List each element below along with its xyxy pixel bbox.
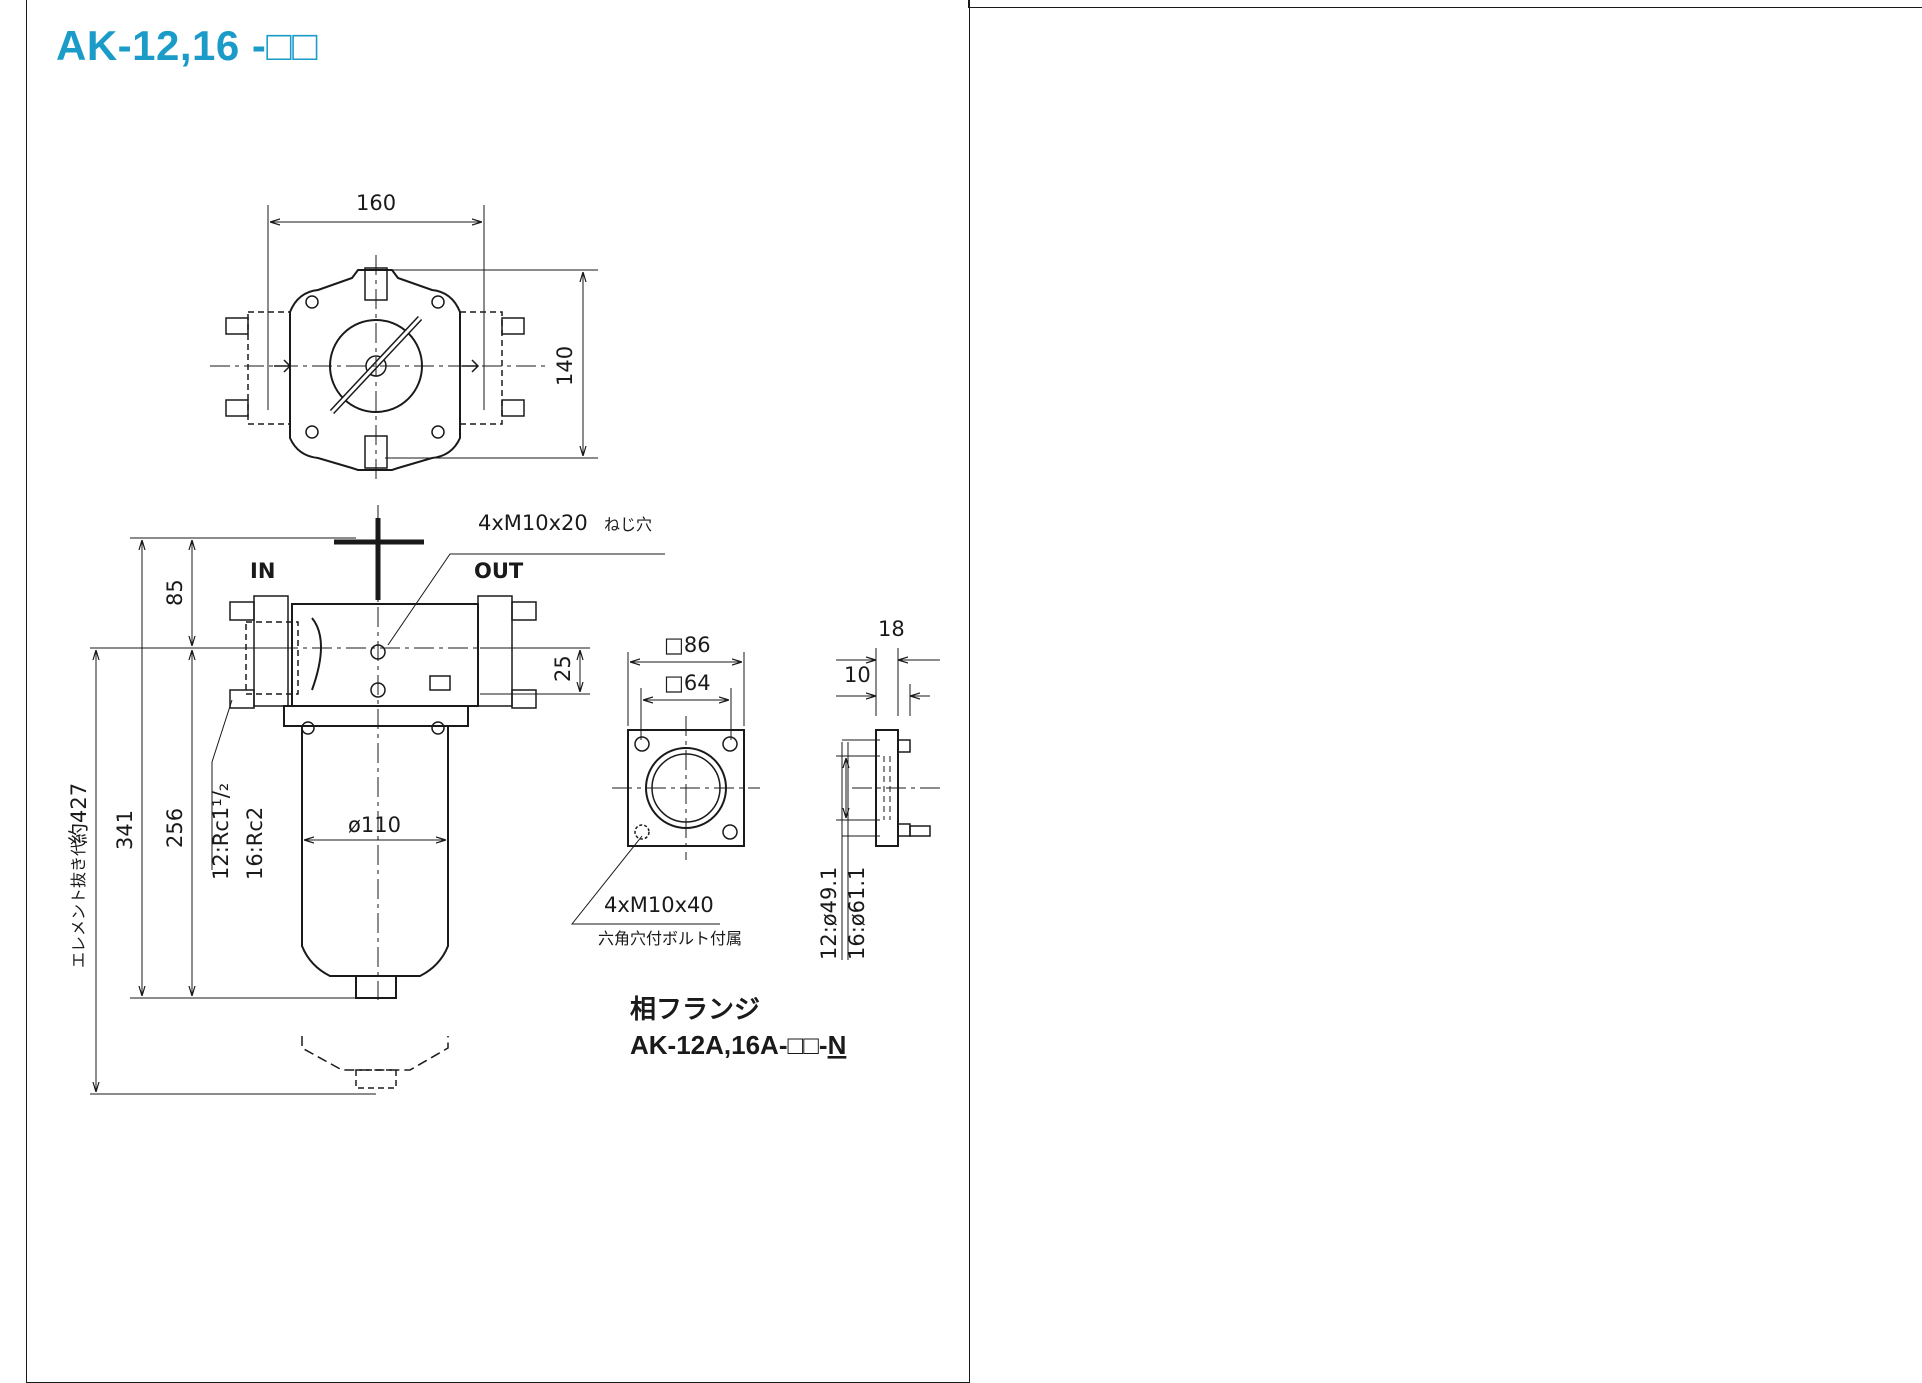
screw-hole-callout: 4xM10x20 <box>478 511 588 535</box>
flange-side-view <box>836 648 940 960</box>
top-view <box>210 205 598 480</box>
dim-160: 160 <box>356 191 396 215</box>
flange-caption-title: 相フランジ <box>630 994 760 1024</box>
dim-sq64: □64 <box>664 671 711 695</box>
flange-model-base: AK-12A,16A-□□- <box>630 1030 828 1060</box>
front-view <box>90 505 665 1095</box>
dim-about427: 約427 <box>67 783 91 844</box>
dim-10: 10 <box>844 663 871 687</box>
right-panel-frame <box>968 0 1922 8</box>
bore-size-12: 12:ø49.1 <box>817 867 841 960</box>
bolt-callout-jp: 六角穴付ボルト付属 <box>598 929 742 948</box>
port-size-16: 16:Rc2 <box>243 807 267 880</box>
dim-dia110: ø110 <box>348 813 401 837</box>
dim-85: 85 <box>163 579 187 606</box>
label-in: IN <box>250 559 275 583</box>
flange-caption-model: AK-12A,16A-□□-N <box>630 1030 846 1060</box>
dim-140: 140 <box>553 346 577 386</box>
dim-341: 341 <box>113 810 137 850</box>
dim-sq86: □86 <box>664 633 711 657</box>
screw-hole-callout-jp: ねじ穴 <box>604 515 652 534</box>
dim-25: 25 <box>551 655 575 682</box>
dim-256: 256 <box>163 808 187 848</box>
label-out: OUT <box>474 559 524 583</box>
flange-model-suffix: N <box>828 1030 847 1060</box>
bore-size-16: 16:ø61.1 <box>845 867 869 960</box>
dim-18: 18 <box>878 617 905 641</box>
element-clearance-label: エレメント抜き代 <box>69 840 88 968</box>
port-size-12: 12:Rc1¹/₂ <box>209 783 233 880</box>
model-title: AK-12,16 -□□ <box>56 22 319 69</box>
bolt-callout: 4xM10x40 <box>604 893 714 917</box>
flange-front-view <box>570 652 760 925</box>
